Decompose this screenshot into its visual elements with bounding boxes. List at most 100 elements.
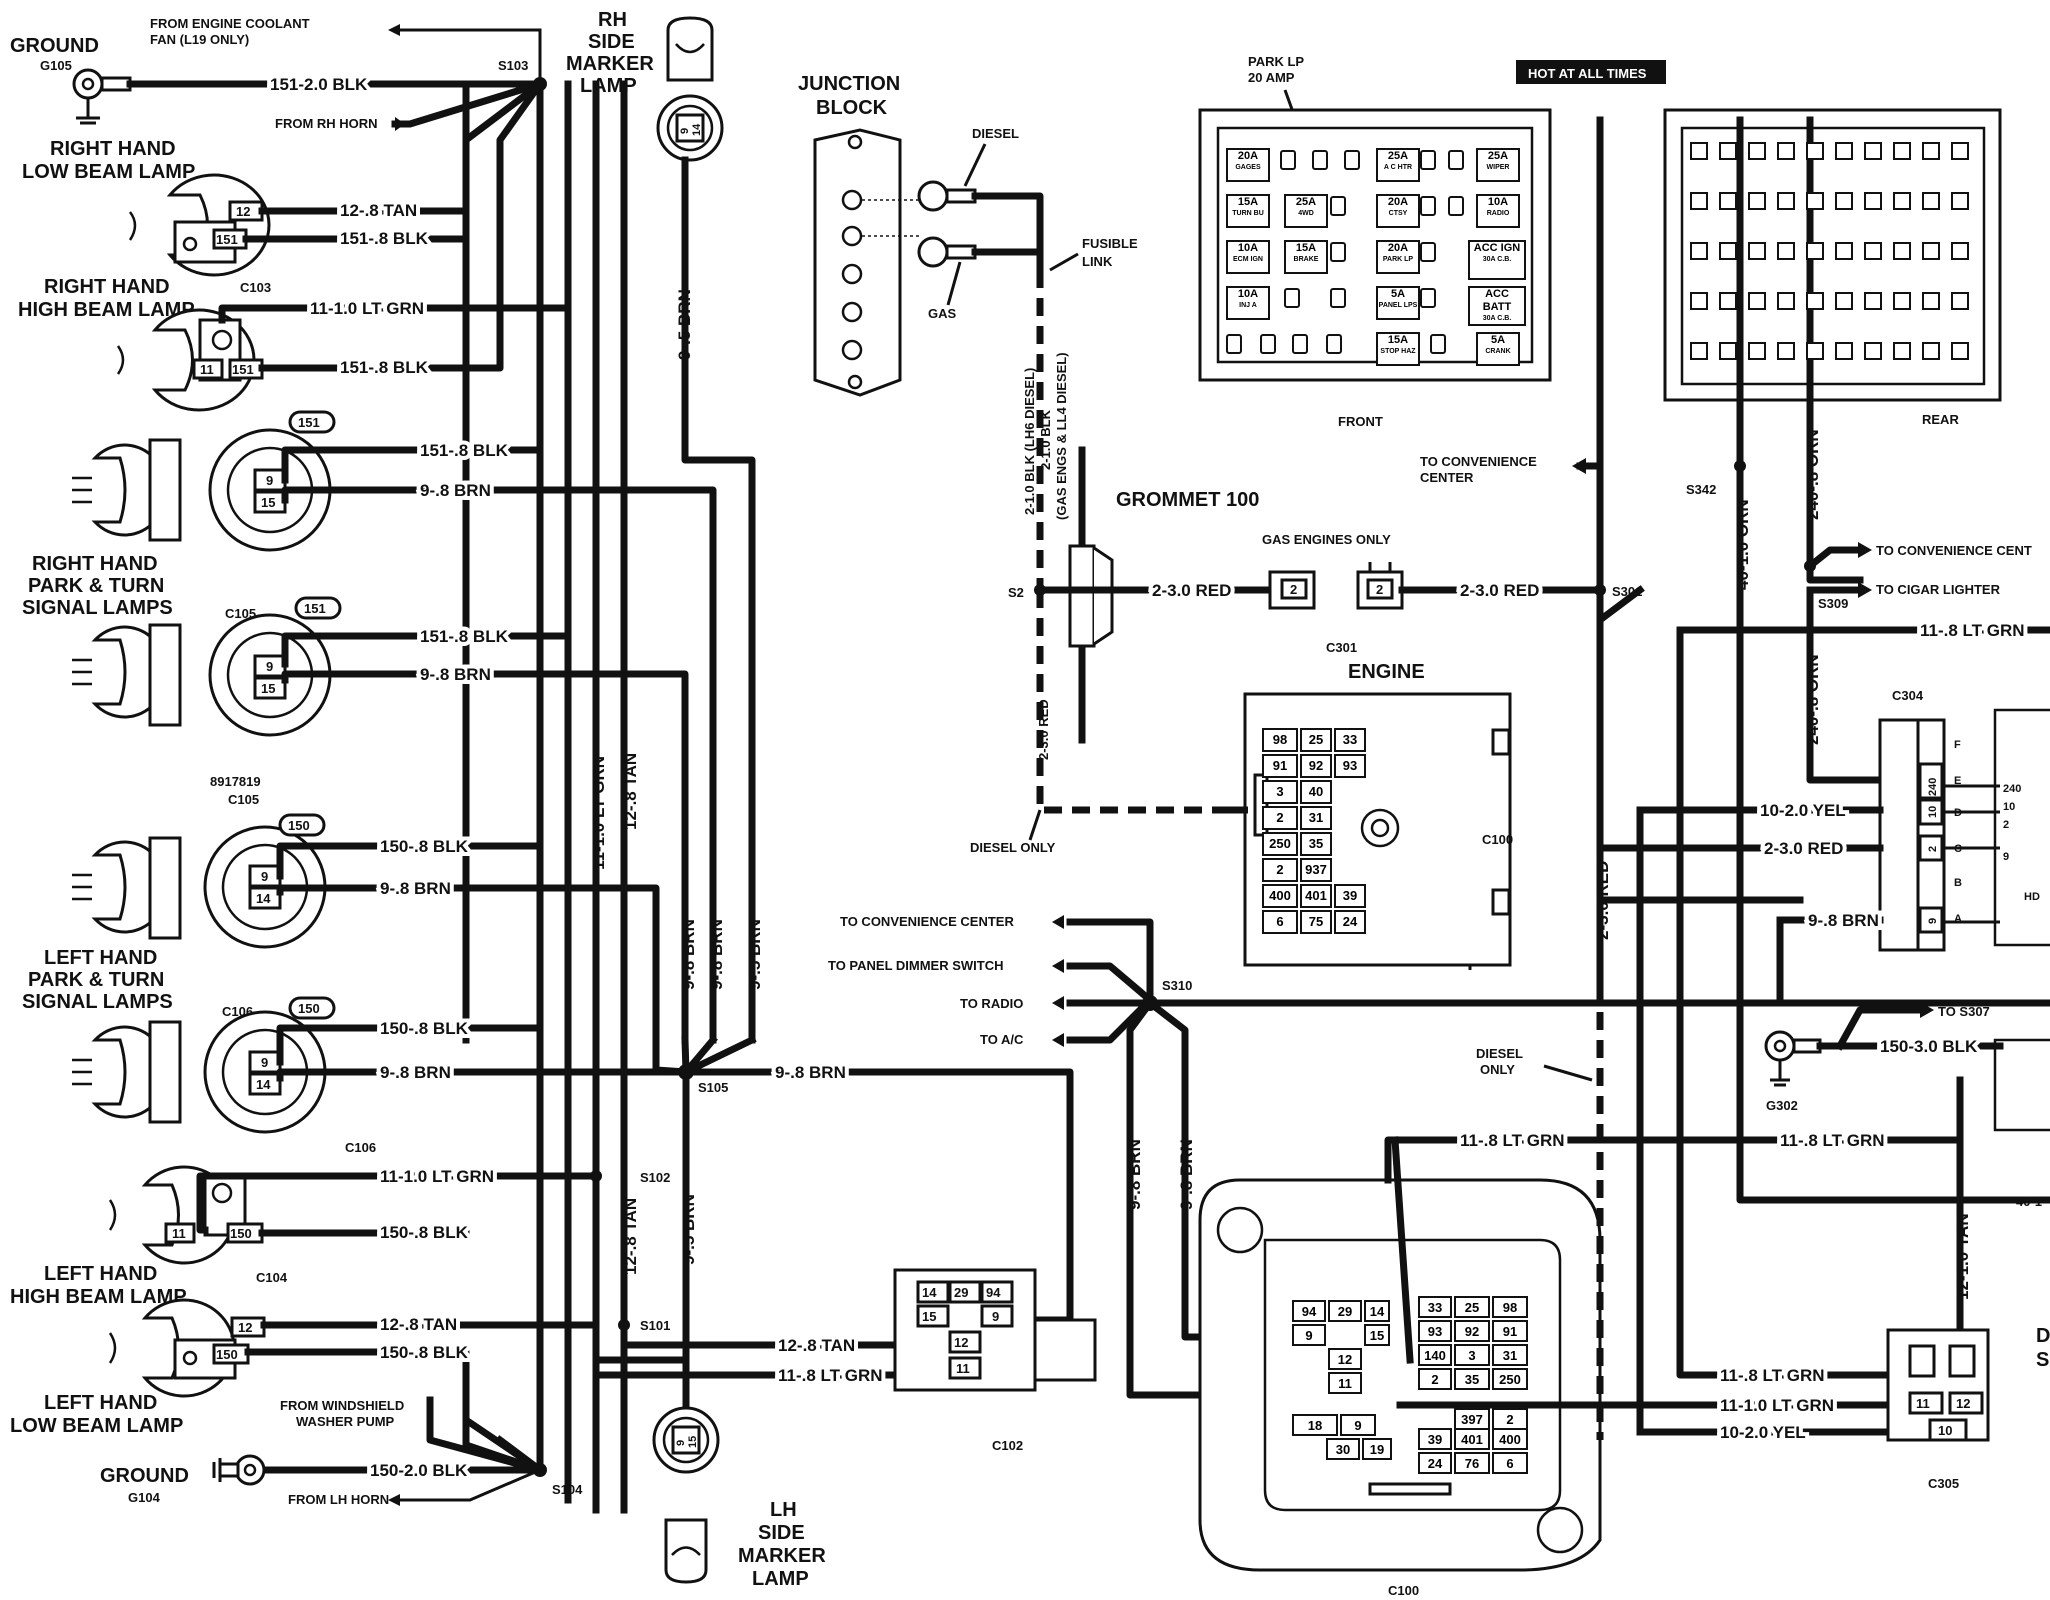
- fuse-panel-front: [1198, 108, 1552, 382]
- rear-panel-slot: [1951, 142, 1969, 160]
- label-11-ltgrn-c305a: 11-.8 LT GRN: [1720, 1366, 1825, 1385]
- fuse-slot: [1420, 150, 1436, 170]
- fuse-panel-rear: [1663, 108, 2002, 402]
- c304-side-2: 2: [2003, 819, 2009, 831]
- connector-c106b: C106: [345, 1140, 376, 1155]
- engine-c100-cell: 2: [1262, 806, 1298, 830]
- rear-panel-slot: [1893, 292, 1911, 310]
- rear-panel-slot: [1719, 142, 1737, 160]
- pin-11-rh-high: 11: [200, 362, 214, 377]
- rear-panel-slot: [1951, 342, 1969, 360]
- pin-150-lh-low: 150: [216, 1347, 238, 1362]
- rh-park-turn-lamp-1: 9 15 151: [72, 410, 336, 552]
- fuse-amp: 15A: [1237, 196, 1259, 208]
- label-v-blk-diesel: 2-1.0 BLK (LH6 DIESEL): [1022, 368, 1037, 515]
- label-v240-orn-b: 240-.8 ORN: [1803, 654, 1822, 745]
- ground-g104-id: G104: [128, 1490, 161, 1505]
- lh-low-label-1: LEFT HAND: [44, 1392, 157, 1414]
- c304-pin-a: A: [1954, 913, 1962, 925]
- rh-high-beam-lamp: 11 151: [116, 308, 264, 412]
- lh-side-label-1: LH: [770, 1499, 797, 1521]
- engine-c100-cell: 401: [1300, 884, 1332, 908]
- lh-side-marker-lamp: 9 15: [652, 1406, 720, 1584]
- fuse-slot: [1430, 334, 1446, 354]
- label-s310: S310: [1162, 978, 1192, 993]
- fuse-slot: [1420, 242, 1436, 262]
- fuse-name: PARK LP: [1382, 256, 1414, 263]
- rear-panel-slot: [1893, 242, 1911, 260]
- label-150-blk-d: 150-.8 BLK: [380, 1343, 469, 1362]
- label-s102: S102: [640, 1170, 670, 1185]
- fuse-slot: [1226, 334, 1242, 354]
- rh-low-beam-lamp: 12 151: [128, 173, 271, 277]
- c304-pin-f: F: [1954, 739, 1961, 751]
- label-s103: S103: [498, 58, 528, 73]
- fuse-name: 30A C.B.: [1482, 315, 1512, 322]
- rh-side-label-1: RH: [598, 9, 627, 31]
- label-to-dimmer: TO PANEL DIMMER SWITCH: [828, 958, 1004, 973]
- lh-park-label-2: PARK & TURN: [28, 969, 164, 991]
- engine-c100-cell: 25: [1300, 728, 1332, 752]
- c304-side-9: 9: [2003, 851, 2009, 863]
- rear-panel-slot: [1690, 342, 1708, 360]
- fuse-amp: 15A: [1295, 242, 1317, 254]
- note-from-windshield: FROM WINDSHIELD: [280, 1398, 404, 1413]
- pin-14-lhp2: 14: [256, 1077, 271, 1092]
- rear-panel-slot: [1864, 292, 1882, 310]
- fusible-label-2: LINK: [1082, 254, 1113, 269]
- connector-c100-a: C100: [1482, 832, 1513, 847]
- fuse-amp: 15A: [1387, 334, 1409, 346]
- rear-panel-slot: [1922, 192, 1940, 210]
- bottom-c100-cell: 6: [1492, 1452, 1528, 1474]
- ground-g105-title: GROUND: [10, 35, 99, 57]
- pin-15-rhp1: 15: [261, 495, 275, 510]
- rear-panel-slot: [1690, 142, 1708, 160]
- label-diesel-only-2b: ONLY: [1480, 1062, 1515, 1077]
- ground-g105: [72, 68, 132, 125]
- rear-panel-slot: [1719, 192, 1737, 210]
- label-v2-red-right: 2-3.0 RED: [1593, 861, 1612, 940]
- fuse-name: CRANK: [1485, 348, 1511, 355]
- label-to-cigar: TO CIGAR LIGHTER: [1876, 582, 2001, 597]
- bottom-c100-cell: 93: [1418, 1320, 1452, 1342]
- lh-park-label-1: LEFT HAND: [44, 947, 157, 969]
- ground-g105-id: G105: [40, 58, 72, 73]
- fuse-name: ECM IGN: [1233, 256, 1263, 263]
- rh-park-label-1: RIGHT HAND: [32, 553, 158, 575]
- label-2-red-a: 2-3.0 RED: [1152, 581, 1231, 600]
- rh-park-label-3: SIGNAL LAMPS: [22, 597, 173, 619]
- label-diesel-only: DIESEL ONLY: [970, 840, 1056, 855]
- label-v9-brn-2: 9-.8 BRN: [707, 919, 726, 990]
- c105-part: 8917819: [210, 774, 261, 789]
- rear-panel-slot: [1777, 142, 1795, 160]
- fuse-slot: [1312, 150, 1328, 170]
- bottom-c100-cell: 30: [1326, 1438, 1360, 1460]
- hot-at-all-times: HOT AT ALL TIMES: [1528, 66, 1647, 81]
- c305-cell-10: 10: [1938, 1423, 1952, 1438]
- label-10-yel-c305: 10-2.0 YEL: [1720, 1423, 1806, 1442]
- fuse-slot: [1280, 150, 1296, 170]
- pin-11-lh-high: 11: [172, 1226, 186, 1241]
- label-v9-brn-b: 9-.8 BRN: [1177, 1139, 1196, 1210]
- fuse-name: TURN BU: [1232, 210, 1264, 217]
- note-fan-l19: FAN (L19 ONLY): [150, 32, 249, 47]
- engine-c100-cell: 400: [1262, 884, 1298, 908]
- c102-cell-9: 9: [992, 1309, 999, 1324]
- label-s104: S104: [552, 1482, 583, 1497]
- label-151-blk-a: 151-.8 BLK: [340, 229, 429, 248]
- fuse-name: WIPER: [1486, 164, 1510, 171]
- connector-c301-label: C301: [1326, 640, 1357, 655]
- bottom-c100-cell: 400: [1492, 1428, 1528, 1450]
- bottom-c100-cell: 9: [1292, 1324, 1326, 1346]
- label-to-conv-cent: TO CONVENIENCE CENT: [1876, 543, 2032, 558]
- fuse-name: BRAKE: [1293, 256, 1319, 263]
- fuse-name: A C HTR: [1383, 164, 1413, 171]
- label-v-blk-gas-2: (GAS ENGS & LL4 DIESEL): [1054, 352, 1069, 520]
- label-9-brn-c: 9-.8 BRN: [380, 879, 451, 898]
- fuse-slot: [1448, 196, 1464, 216]
- label-to-conv-1: TO CONVENIENCE: [1420, 454, 1537, 469]
- ground-g302: [1764, 1030, 1822, 1087]
- label-v-red-s2: 2-3.0 RED: [1036, 699, 1051, 760]
